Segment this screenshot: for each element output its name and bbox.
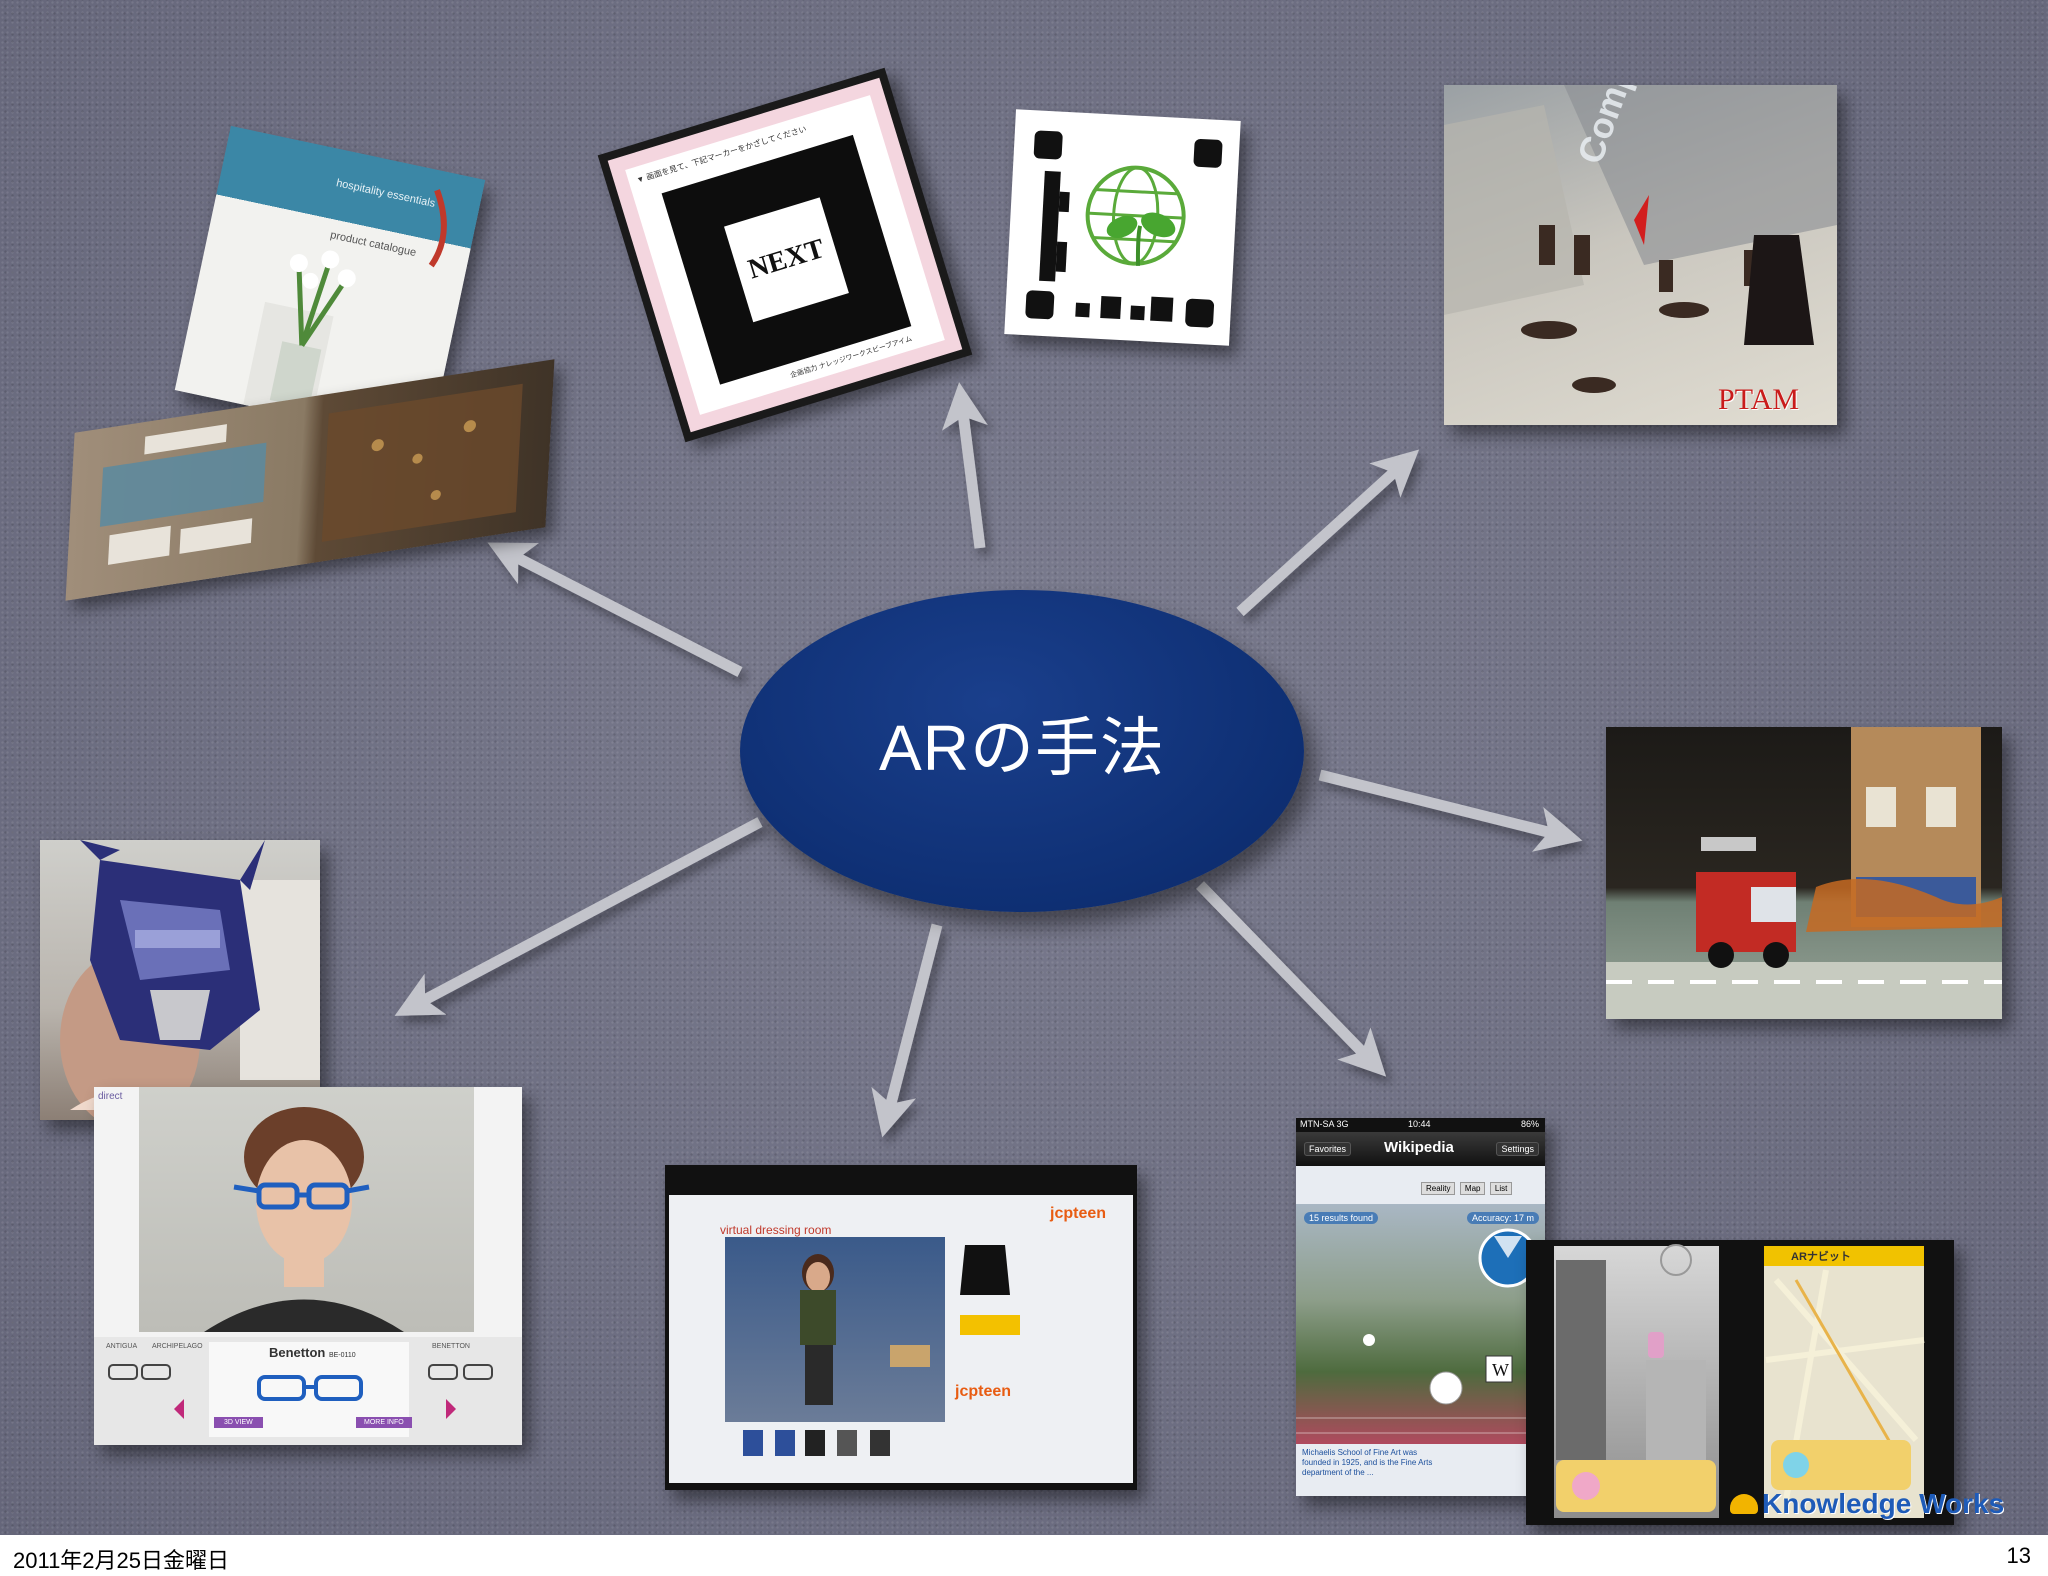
android-ar-illustration — [1556, 1244, 1925, 1518]
wiki-seg-reality[interactable]: Reality — [1421, 1182, 1456, 1195]
glasses-tryon-image: direct ANTIGUA ARCHIPELAGO BENETTON Bene… — [94, 1087, 522, 1445]
wiki-results-count: 15 results found — [1304, 1212, 1379, 1224]
arrow-to-ptam — [1236, 449, 1420, 617]
android-app-title: ARナビット — [1791, 1251, 1851, 1263]
transformer-mask-image — [40, 840, 320, 1120]
ptam-figures-illustration — [1444, 85, 1837, 393]
wiki-status-time: 10:44 — [1408, 1119, 1431, 1129]
wiki-seg-map[interactable]: Map — [1459, 1182, 1486, 1195]
arrow-to-lego — [1318, 769, 1583, 852]
lego-firetruck-image — [1606, 727, 2002, 1019]
wiki-status-battery: 86% — [1520, 1119, 1539, 1129]
slide-canvas: hospitality essentials product catalogue… — [0, 0, 2048, 1535]
dressing-room-brand-top: jcpteen — [1050, 1205, 1107, 1222]
qr-globe-marker-image — [1004, 109, 1241, 346]
wiki-status-carrier: MTN-SA 3G — [1300, 1119, 1349, 1129]
arrow-to-wikipedia — [1196, 881, 1387, 1077]
arrow-to-transformer — [394, 817, 763, 1016]
android-ar-navi-image: ARナビット — [1526, 1240, 1954, 1525]
flower-vase-illustration — [243, 189, 447, 420]
dressing-room-brand-bottom: jcpteen — [955, 1383, 1012, 1400]
arrow-to-dressing-room — [871, 923, 943, 1138]
arrow-to-next-marker — [941, 382, 988, 549]
woman-with-glasses-illustration — [94, 1107, 522, 1445]
glasses-product-brand: Benetton — [269, 1345, 326, 1360]
lego-scene-illustration — [1606, 727, 2002, 1019]
wiki-nav-title: Wikipedia — [1384, 1139, 1454, 1156]
next-marker-text: NEXT — [744, 233, 829, 286]
iphone-wikipedia-image: MTN-SA 3G 10:44 86% Favorites Wikipedia … — [1296, 1118, 1545, 1496]
wiki-radar-illustration: W — [1296, 1228, 1545, 1434]
glasses-thumb-label-3: BENETTON — [432, 1343, 470, 1350]
open-magazine-image — [65, 359, 555, 601]
footer-date: 2011年2月25日金曜日 — [13, 1548, 230, 1573]
glasses-product-model: BE-0110 — [328, 1352, 356, 1359]
magazine-spread-illustration — [99, 383, 523, 565]
knowledge-works-logo-text: Knowledge Works — [1762, 1488, 2005, 1519]
center-topic-title: ARの手法 — [879, 712, 1165, 784]
ptam-label: PTAM — [1718, 383, 1799, 416]
footer-page-number: 13 — [2006, 1543, 2031, 1568]
ptam-scene-image: Computer PTAM — [1444, 85, 1837, 425]
wiki-favorites-button[interactable]: Favorites — [1304, 1142, 1352, 1156]
optimus-mask-illustration — [60, 840, 320, 1120]
glasses-product-name: Benetton BE-0110 — [269, 1345, 356, 1360]
slide-footer: 2011年2月25日金曜日 13 — [0, 1535, 2048, 1576]
knowledge-works-logo-mark — [1730, 1494, 1758, 1514]
glasses-more-info-button[interactable]: MORE INFO — [356, 1417, 412, 1428]
glasses-3d-view-button[interactable]: 3D VIEW — [214, 1417, 263, 1428]
wiki-accuracy: Accuracy: 17 m — [1466, 1212, 1539, 1224]
catalogue-cover-image: hospitality essentials product catalogue — [174, 125, 486, 445]
wiki-seg-list[interactable]: List — [1489, 1182, 1513, 1195]
glasses-thumb-label-1: ANTIGUA — [106, 1343, 138, 1350]
svg-text:W: W — [1492, 1360, 1509, 1380]
dressing-room-heading: virtual dressing room — [720, 1223, 832, 1237]
glasses-brand-label: direct — [98, 1091, 123, 1102]
center-topic-ellipse: ARの手法 — [740, 590, 1304, 912]
wiki-caption: Michaelis School of Fine Art was founded… — [1302, 1448, 1433, 1477]
arrows — [394, 382, 1583, 1138]
qr-marker-pattern — [1025, 130, 1223, 328]
knowledge-works-logo: Knowledge Works — [1730, 1488, 2004, 1520]
wiki-settings-button[interactable]: Settings — [1496, 1142, 1539, 1156]
virtual-dressing-room-image: virtual dressing room jcpteen jcpteen — [665, 1165, 1137, 1490]
arrow-to-catalogue — [487, 542, 743, 677]
glasses-thumb-label-2: ARCHIPELAGO — [152, 1343, 203, 1350]
dressing-room-illustration — [743, 1245, 1020, 1456]
